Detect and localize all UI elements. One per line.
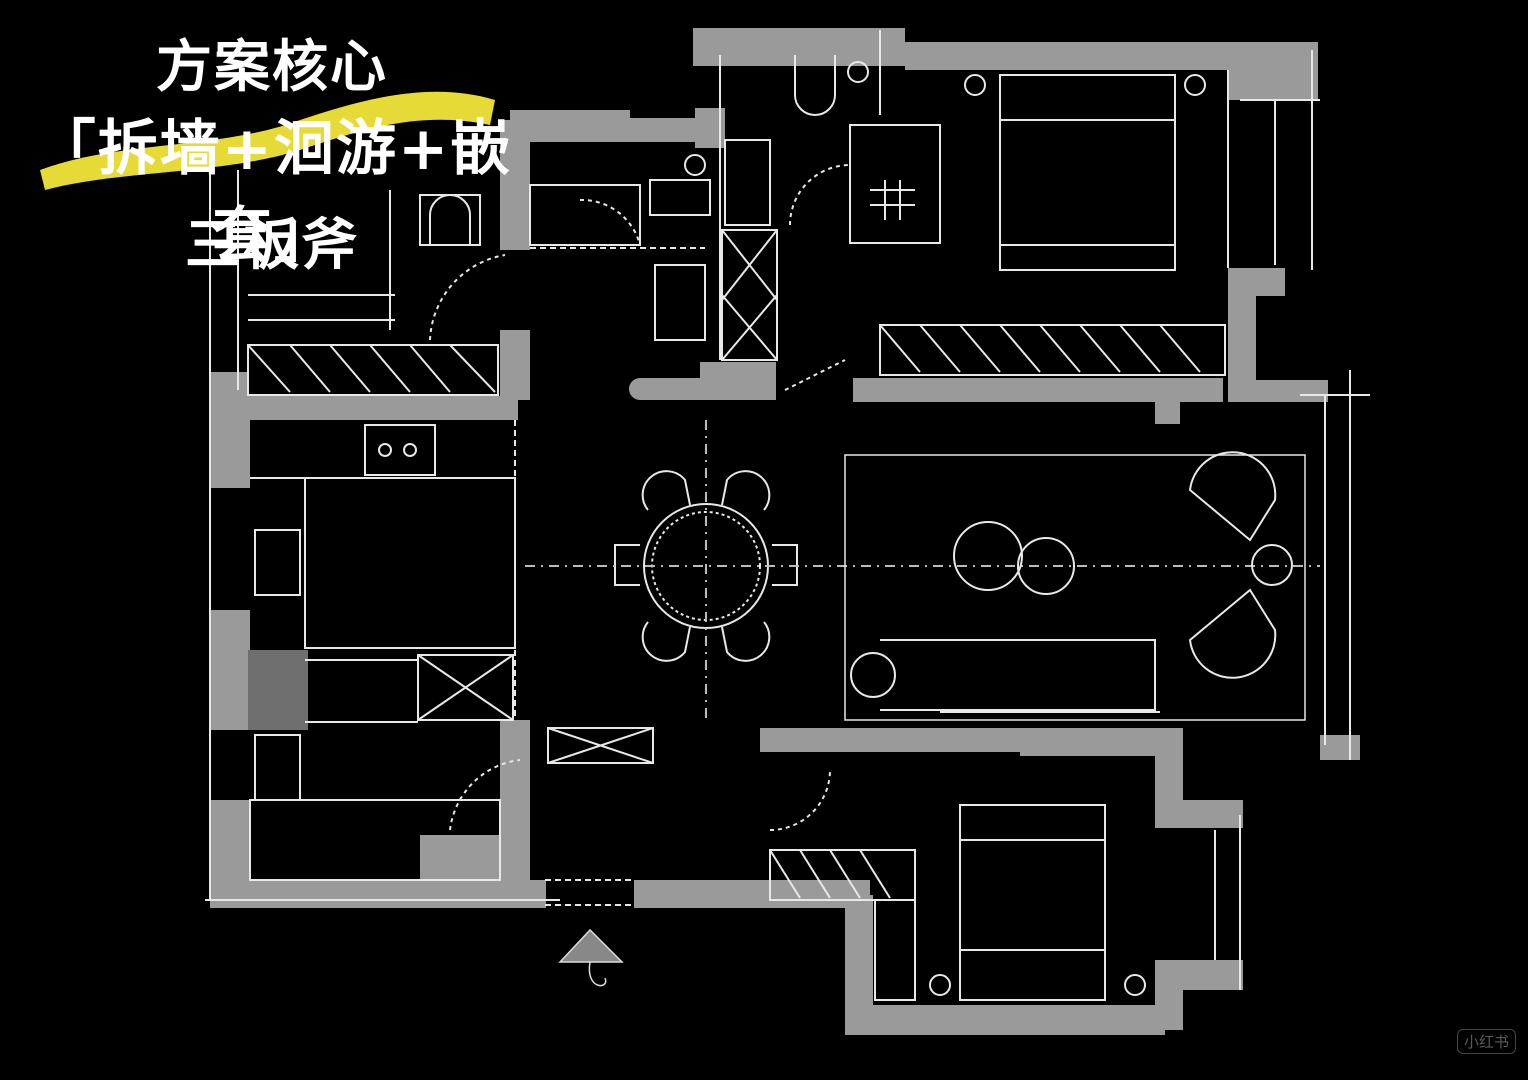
north-arrow-icon [558, 928, 624, 987]
title-line-2: 「拆墙+洄游+嵌套」 [35, 114, 513, 271]
linework [205, 30, 1370, 1001]
title-line-1: 方案核心 [156, 35, 388, 100]
highlighter-mark [40, 91, 495, 190]
title-line-3: 三板斧 [185, 213, 359, 278]
walls [210, 28, 1360, 1035]
watermark: 小红书 [1456, 1029, 1516, 1054]
